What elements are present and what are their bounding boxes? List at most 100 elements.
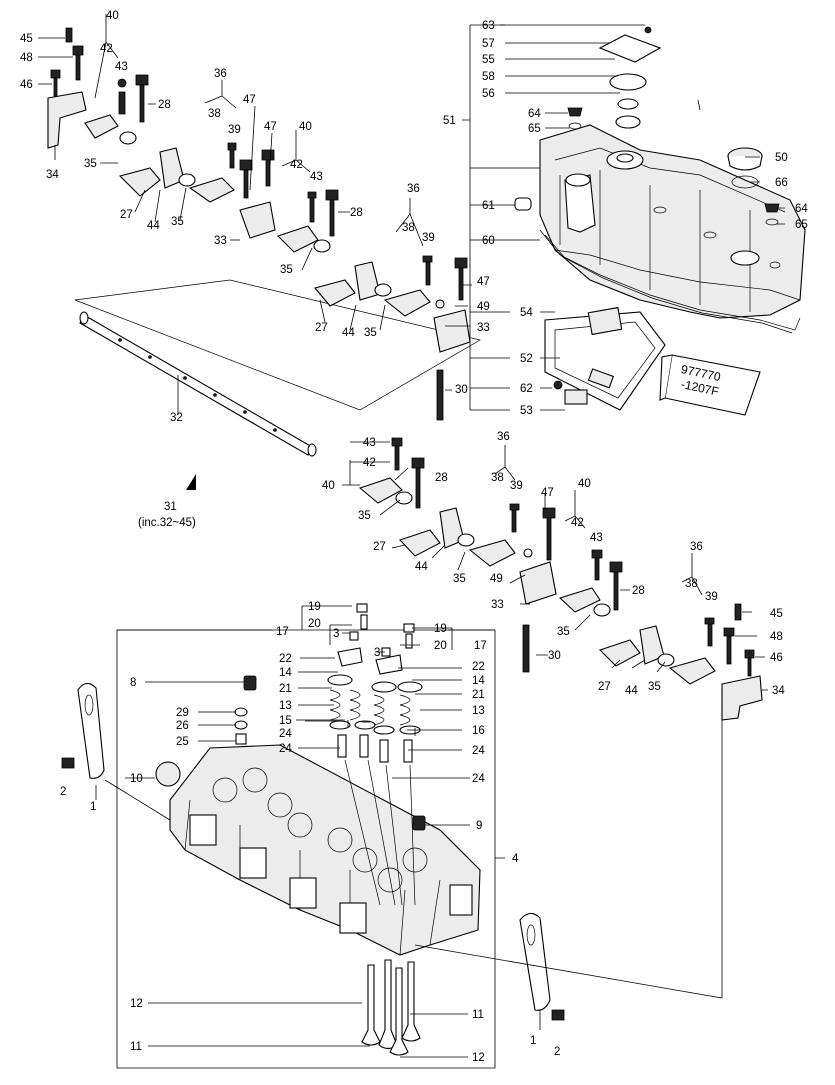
callout-22b: 22: [472, 661, 485, 673]
callout-44b: 44: [342, 327, 355, 339]
cover-gasket: [539, 229, 801, 334]
callout-33c: 33: [491, 599, 504, 611]
callout-27: 27: [120, 209, 133, 221]
callout-34b: 34: [772, 685, 785, 697]
callout-62: 62: [520, 383, 533, 395]
rocker-shaft-group: [74, 279, 530, 673]
callout-30: 30: [455, 384, 468, 396]
callout-24b: 24: [279, 743, 292, 755]
valve-cover-group: [462, 24, 806, 416]
callout-12b: 12: [472, 1052, 485, 1064]
callout-53: 53: [520, 405, 533, 417]
callout-labels: 40 45 42 48 43 46 28 35 34 36 38 47 39 4…: [20, 10, 808, 1064]
callout-43: 43: [115, 61, 128, 73]
callout-13: 13: [279, 700, 292, 712]
callout-21b: 21: [472, 689, 485, 701]
callout-35: 35: [84, 158, 97, 170]
callout-14b: 14: [472, 675, 485, 687]
callout-4: 4: [512, 853, 519, 865]
callout-15: 15: [279, 715, 292, 727]
callout-66: 66: [775, 177, 788, 189]
callout-39d: 39: [705, 591, 718, 603]
callout-21: 21: [279, 683, 292, 695]
callout-25: 25: [176, 736, 189, 748]
lifting-eye-left: [77, 682, 105, 779]
callout-9: 9: [476, 820, 482, 832]
callout-47b: 47: [264, 121, 277, 133]
callout-35d: 35: [364, 327, 377, 339]
callout-43b: 43: [310, 171, 323, 183]
callout-11b: 11: [130, 1041, 142, 1053]
callout-22: 22: [279, 653, 292, 665]
callout-8: 8: [130, 677, 136, 689]
callout-27b: 27: [315, 322, 328, 334]
callout-40c: 40: [322, 480, 335, 492]
callout-38d: 38: [685, 578, 698, 590]
expansion-plug: [155, 761, 181, 787]
callout-63: 63: [482, 20, 495, 32]
callout-33: 33: [214, 235, 227, 247]
callout-44c: 44: [415, 561, 428, 573]
valve-train-right: [371, 623, 423, 763]
callout-42c: 42: [363, 457, 376, 469]
callout-35f: 35: [453, 573, 466, 585]
callout-31: 31: [164, 501, 177, 513]
callout-3b: 3: [374, 647, 380, 659]
callout-35e: 35: [358, 510, 371, 522]
callout-31-note: (inc.32~45): [138, 517, 196, 529]
callout-28c: 28: [435, 472, 448, 484]
callout-2: 2: [60, 786, 66, 798]
callout-40b: 40: [299, 121, 312, 133]
callout-57: 57: [482, 38, 495, 50]
callout-19b: 19: [434, 623, 447, 635]
callout-65b: 65: [795, 219, 808, 231]
valves: [361, 959, 421, 1056]
callout-64: 64: [528, 108, 541, 120]
callout-40d: 40: [578, 478, 591, 490]
callout-28: 28: [158, 99, 171, 111]
callout-60: 60: [482, 235, 495, 247]
callout-38b: 38: [402, 222, 415, 234]
callout-42d: 42: [571, 517, 584, 529]
callout-35g: 35: [557, 626, 570, 638]
callout-39b: 39: [422, 232, 435, 244]
callout-39: 39: [228, 124, 241, 136]
callout-19: 19: [308, 601, 321, 613]
callout-51: 51: [443, 115, 456, 127]
callout-24c: 24: [472, 745, 485, 757]
callout-48b: 48: [770, 631, 783, 643]
valve-cover: [539, 124, 806, 319]
callout-42: 42: [100, 43, 113, 55]
direction-arrow: [186, 474, 196, 490]
breather-plug: [514, 197, 532, 211]
callout-27c: 27: [373, 541, 386, 553]
callout-49b: 49: [490, 573, 503, 585]
callout-2b: 2: [554, 1046, 560, 1058]
callout-38c: 38: [491, 472, 504, 484]
callout-47c: 47: [477, 276, 490, 288]
callout-46: 46: [20, 79, 33, 91]
callout-40: 40: [106, 10, 119, 22]
rocker-arm-parts: [47, 27, 763, 721]
callout-36: 36: [214, 68, 227, 80]
callout-42b: 42: [290, 159, 303, 171]
callout-36c: 36: [497, 431, 510, 443]
callout-16: 16: [472, 725, 485, 737]
callout-11: 11: [472, 1009, 484, 1021]
callout-58: 58: [482, 71, 495, 83]
callout-43d: 43: [590, 532, 603, 544]
callout-34: 34: [46, 169, 59, 181]
callout-47: 47: [243, 94, 256, 106]
callout-49: 49: [477, 301, 490, 313]
callout-26: 26: [176, 720, 189, 732]
callout-39c: 39: [510, 480, 523, 492]
callout-43c: 43: [363, 437, 376, 449]
callout-27d: 27: [598, 681, 611, 693]
callout-3: 3: [333, 628, 339, 640]
callout-61: 61: [482, 200, 495, 212]
callout-20: 20: [308, 618, 321, 630]
callout-44d: 44: [625, 685, 638, 697]
callout-52: 52: [520, 353, 533, 365]
callout-36d: 36: [690, 541, 703, 553]
